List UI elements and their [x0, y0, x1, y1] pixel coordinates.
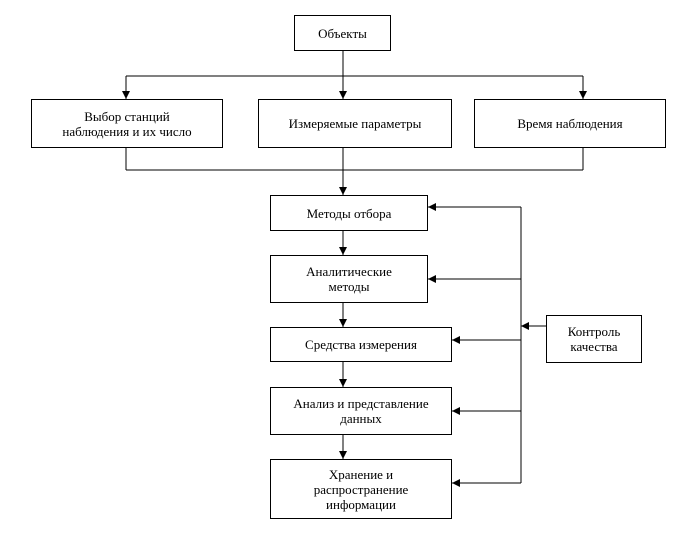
analytical-box: Аналитические методы: [270, 255, 428, 303]
quality-box: Контроль качества: [546, 315, 642, 363]
parameters-label: Измеряемые параметры: [288, 116, 422, 131]
analysis-box: Анализ и представление данных: [270, 387, 452, 435]
stations-box: Выбор станций наблюдения и их число: [31, 99, 223, 148]
instruments-box: Средства измерения: [270, 327, 452, 362]
parameters-box: Измеряемые параметры: [258, 99, 452, 148]
storage-label: Хранение и распространение информации: [313, 466, 409, 512]
objects-label: Объекты: [318, 25, 367, 41]
objects-box: Объекты: [294, 15, 391, 51]
analytical-label: Аналитические методы: [306, 264, 392, 294]
sampling-label: Методы отбора: [306, 205, 392, 221]
storage-box: Хранение и распространение информации: [270, 459, 452, 519]
sampling-box: Методы отбора: [270, 195, 428, 231]
stations-label: Выбор станций наблюдения и их число: [62, 108, 192, 139]
analysis-label: Анализ и представление данных: [293, 396, 429, 426]
instruments-label: Средства измерения: [305, 337, 417, 352]
time-label: Время наблюдения: [517, 116, 623, 131]
time-box: Время наблюдения: [474, 99, 666, 148]
quality-label: Контроль качества: [567, 324, 621, 354]
